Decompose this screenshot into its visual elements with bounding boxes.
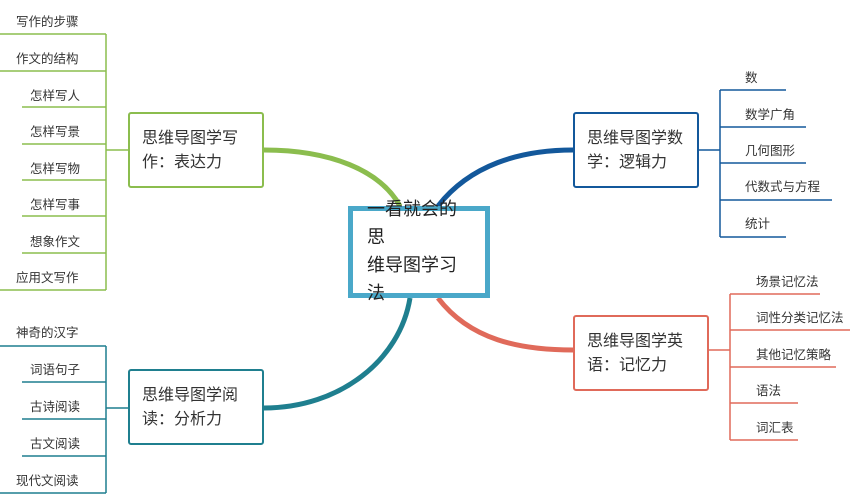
- branch-english-text: 思维导图学英 语：记忆力: [587, 331, 684, 374]
- center-topic-text: 一看就会的思 维导图学习法: [367, 199, 457, 304]
- math-item[interactable]: 数: [745, 70, 758, 85]
- english-item[interactable]: 词汇表: [756, 420, 794, 435]
- connector-reading: [263, 297, 413, 411]
- branch-writing[interactable]: 思维导图学写 作：表达力: [128, 112, 264, 188]
- branch-english[interactable]: 思维导图学英 语：记忆力: [573, 315, 709, 391]
- writing-item[interactable]: 想象作文: [30, 234, 81, 249]
- writing-item[interactable]: 怎样写人: [30, 88, 81, 103]
- writing-item[interactable]: 应用文写作: [16, 270, 79, 285]
- connector-math: [436, 147, 574, 208]
- english-item[interactable]: 其他记忆策略: [756, 347, 832, 362]
- writing-item[interactable]: 写作的步骤: [16, 14, 79, 29]
- writing-item[interactable]: 怎样写景: [30, 124, 81, 139]
- english-item[interactable]: 场景记忆法: [756, 274, 819, 289]
- reading-item[interactable]: 古文阅读: [30, 436, 81, 451]
- branch-math-text: 思维导图学数 学：逻辑力: [587, 128, 684, 171]
- branch-reading[interactable]: 思维导图学阅 读：分析力: [128, 369, 264, 445]
- math-item[interactable]: 代数式与方程: [745, 179, 821, 194]
- math-item[interactable]: 数学广角: [745, 107, 796, 122]
- center-topic[interactable]: 一看就会的思 维导图学习法: [348, 199, 490, 304]
- reading-item[interactable]: 词语句子: [30, 362, 81, 377]
- connector-english: [436, 296, 574, 353]
- writing-item[interactable]: 怎样写物: [30, 161, 81, 176]
- math-item[interactable]: 统计: [745, 216, 771, 231]
- math-item[interactable]: 几何图形: [745, 143, 796, 158]
- writing-item[interactable]: 怎样写事: [30, 197, 81, 212]
- branch-math[interactable]: 思维导图学数 学：逻辑力: [573, 112, 699, 188]
- reading-item[interactable]: 现代文阅读: [16, 473, 79, 488]
- branch-writing-text: 思维导图学写 作：表达力: [142, 128, 239, 171]
- english-item[interactable]: 语法: [756, 383, 782, 398]
- reading-item[interactable]: 神奇的汉字: [16, 325, 79, 340]
- english-item[interactable]: 词性分类记忆法: [756, 310, 844, 325]
- connector-writing: [263, 147, 403, 208]
- reading-item[interactable]: 古诗阅读: [30, 399, 81, 414]
- branch-reading-text: 思维导图学阅 读：分析力: [142, 385, 239, 428]
- writing-item[interactable]: 作文的结构: [16, 51, 79, 66]
